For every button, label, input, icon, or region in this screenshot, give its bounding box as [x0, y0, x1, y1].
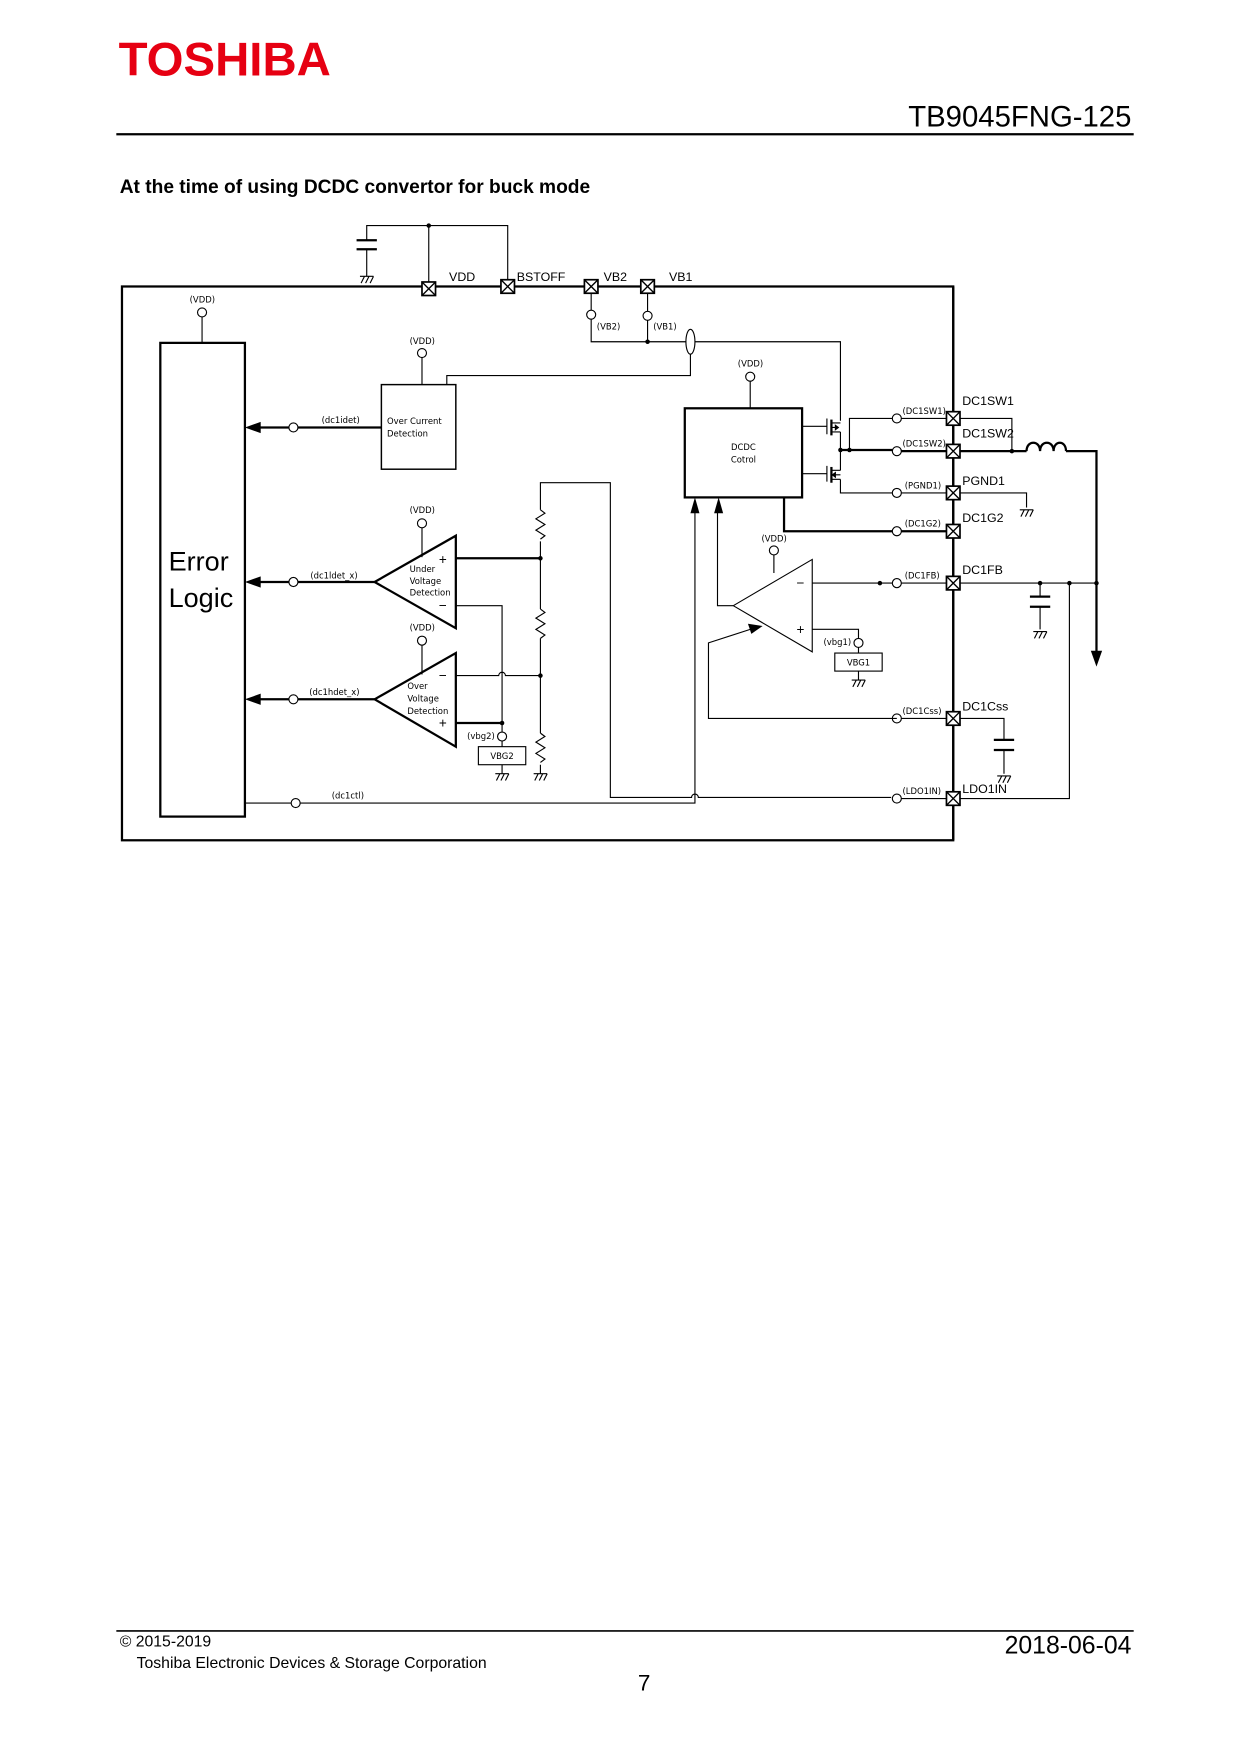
- diagram-label: −: [439, 668, 447, 683]
- inductor-icon: [1025, 441, 1068, 452]
- output-arrow-icon: [1090, 650, 1103, 667]
- diagram-label: Cotrol: [731, 454, 756, 464]
- diagram-label: Detection: [407, 706, 448, 716]
- diagram-label: −: [796, 576, 804, 591]
- diagram-label: +: [439, 552, 447, 567]
- diagram-label: LDO1IN: [962, 782, 1007, 796]
- diagram-label: (dc1hdet_x): [309, 687, 359, 697]
- diagram-label: Under: [410, 564, 436, 574]
- diagram-label: (VB1): [653, 321, 677, 331]
- diagram-label: −: [439, 598, 447, 613]
- pad-ldo1in: [945, 790, 961, 807]
- diagram-label: Detection: [410, 588, 451, 598]
- pad-dc1css: [945, 710, 961, 727]
- diagram-label: Voltage: [410, 576, 442, 586]
- dcdc-control-block: [683, 407, 804, 499]
- diagram-label: (dc1idet): [322, 415, 360, 425]
- diagram-label: DCDC: [731, 442, 756, 452]
- diagram-label: (VDD): [190, 294, 215, 304]
- diagram-label: +: [439, 715, 447, 730]
- diagram-label: (dc1ctl): [332, 791, 364, 801]
- vbg1-reference: [834, 652, 883, 672]
- diagram-label: (VDD): [761, 533, 786, 543]
- under-voltage-comparator: [372, 533, 457, 631]
- diagram-label: (vbg1): [824, 637, 852, 647]
- pad-dc1g2: [945, 523, 961, 539]
- section-title: At the time of using DCDC convertor for …: [120, 177, 590, 198]
- toshiba-logo: TOSHIBA: [119, 34, 331, 87]
- diagram-label: +: [796, 622, 804, 637]
- ic-outline: [120, 285, 955, 842]
- high-side-mosfet-icon: [802, 418, 841, 436]
- diagram-label: (PGND1): [905, 480, 941, 490]
- diagram-label: (VDD): [738, 359, 763, 369]
- diagram-label: Voltage: [407, 694, 439, 704]
- diagram-label: (DC1Css): [902, 706, 941, 716]
- diagram-label: Logic: [169, 583, 234, 613]
- document-date: 2018-06-04: [1005, 1632, 1132, 1659]
- diagram-label: (VB2): [597, 321, 621, 331]
- low-side-mosfet-icon: [802, 465, 841, 483]
- diagram-label: (VDD): [410, 505, 435, 515]
- diagram-label: DC1SW2: [962, 427, 1014, 441]
- pad-bstoff: [500, 278, 516, 295]
- diagram-label: (vbg2): [467, 731, 495, 741]
- diagram-label: Over Current: [387, 416, 442, 426]
- diagram-label: (DC1SW1): [902, 406, 945, 416]
- ground-icon: [359, 275, 375, 284]
- diagram-label: PGND1: [962, 474, 1005, 488]
- diagram-label: (VDD): [410, 622, 435, 632]
- over-current-block: [380, 383, 457, 470]
- error-amplifier: [732, 558, 813, 653]
- diagram-label: (DC1FB): [905, 571, 940, 581]
- diagram-label: Over: [407, 681, 428, 691]
- over-voltage-comparator: [372, 651, 457, 749]
- pad-dc1sw2: [945, 443, 961, 459]
- pin-label-bstoff: BSTOFF: [517, 270, 566, 284]
- diagram-label: (LDO1IN): [902, 786, 941, 796]
- part-number: TB9045FNG-125: [908, 100, 1131, 133]
- error-logic-block: [159, 341, 247, 818]
- diagram-label: (VDD): [410, 336, 435, 346]
- diagram-label: Detection: [387, 428, 428, 438]
- copyright: © 2015-2019: [120, 1634, 212, 1651]
- diagram-label: DC1FB: [962, 563, 1003, 577]
- diagram-label: DC1Css: [962, 700, 1008, 714]
- pin-label-vb1: VB1: [669, 270, 693, 284]
- pin-label-vdd: VDD: [449, 270, 475, 284]
- diagram-label: DC1SW1: [962, 394, 1014, 408]
- pad-vb1: [639, 278, 656, 295]
- current-sense-icon: [685, 328, 696, 355]
- diagram-label: DC1G2: [962, 511, 1003, 525]
- diagram-label: (dc1ldet_x): [310, 571, 357, 581]
- diagram-label: Error: [169, 547, 229, 577]
- pad-vb2: [583, 278, 599, 295]
- page-number: 7: [638, 1671, 651, 1696]
- block-diagram: VDD BSTOFF VB2 VB1 (VB2) (VB1) Error Log…: [120, 223, 1103, 842]
- pad-dc1sw1: [945, 410, 961, 427]
- diagram-label: (DC1G2): [905, 519, 941, 529]
- pad-vdd: [421, 281, 437, 297]
- diagram-label: VBG1: [847, 657, 870, 667]
- diagram-label: (DC1SW2): [902, 439, 945, 449]
- company-name: Toshiba Electronic Devices & Storage Cor…: [137, 1655, 487, 1672]
- pad-pgnd1: [945, 485, 961, 501]
- pad-dc1fb: [945, 575, 961, 591]
- pin-label-vb2: VB2: [604, 270, 628, 284]
- diagram-label: VBG2: [490, 751, 513, 761]
